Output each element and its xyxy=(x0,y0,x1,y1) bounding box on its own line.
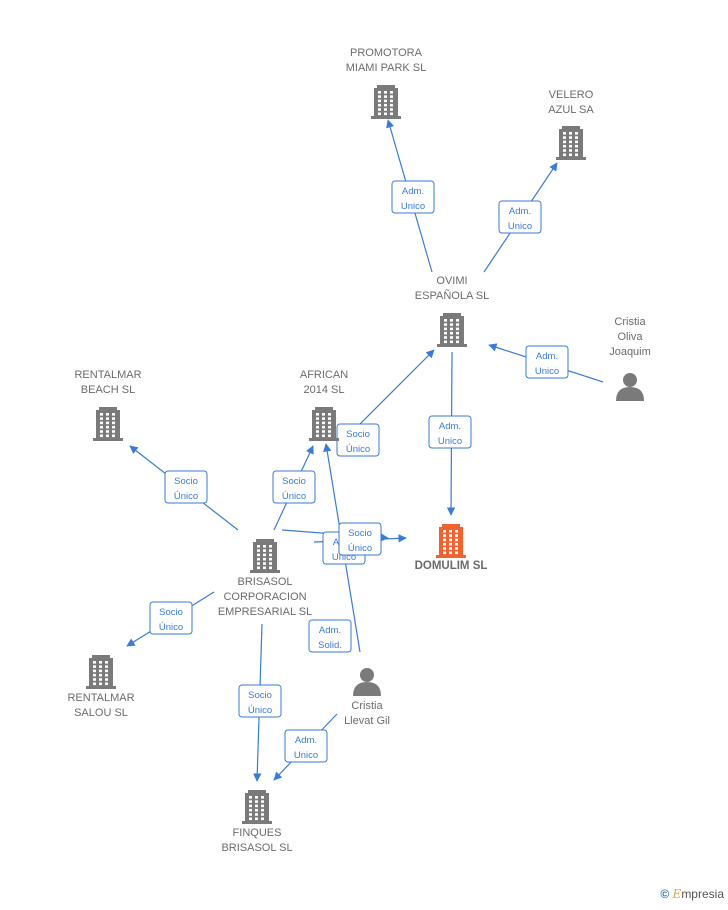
person-icon xyxy=(616,373,644,401)
node-label-line: RENTALMAR xyxy=(74,369,141,381)
company-node-rentalmar-beach[interactable]: RENTALMAR BEACH SL xyxy=(74,369,142,441)
edge-label[interactable]: Adm. Unico xyxy=(525,345,569,379)
node-label-line: Cristia xyxy=(351,700,383,712)
edge-label-text: Socio xyxy=(348,528,372,539)
node-label-line: EMPRESARIAL SL xyxy=(218,606,312,618)
edge-label-text: Adm. xyxy=(295,735,317,746)
edge-label-text: Adm. xyxy=(319,625,341,636)
company-node-velero[interactable]: VELERO AZUL SA xyxy=(548,89,594,160)
edge-label-text: Unico xyxy=(535,366,559,377)
node-label-line: SALOU SL xyxy=(74,707,128,719)
edge-label-text: Único xyxy=(248,705,272,716)
node-label-line: VELERO xyxy=(549,89,594,101)
edge-label-text: Unico xyxy=(294,750,318,761)
building-icon xyxy=(437,313,467,347)
edge-label-box xyxy=(149,601,193,635)
node-label-line: PROMOTORA xyxy=(350,47,423,59)
edge-label-box xyxy=(428,415,472,449)
company-node-rentalmar-salou[interactable]: RENTALMAR SALOU SL xyxy=(67,655,135,719)
copyright-icon: © xyxy=(660,887,670,901)
edge-label-text: Socio xyxy=(248,690,272,701)
company-node-african[interactable]: AFRICAN 2014 SL xyxy=(300,369,348,441)
edge-label-text: Unico xyxy=(332,552,356,563)
building-icon xyxy=(556,126,586,160)
node-label-line: MIAMI PARK SL xyxy=(346,62,426,74)
node-label-line: Oliva xyxy=(617,331,643,343)
edge-label-box xyxy=(498,200,542,234)
building-icon xyxy=(371,85,401,119)
node-label-line: CORPORACION xyxy=(223,591,306,603)
building-icon xyxy=(309,407,339,441)
company-node-domulim[interactable]: DOMULIM SL xyxy=(415,524,488,572)
edge-label-text: Único xyxy=(282,491,306,502)
edge-label[interactable]: Adm. Unico xyxy=(391,180,435,214)
node-label-line: BEACH SL xyxy=(81,384,135,396)
edge-label-box xyxy=(284,729,328,763)
company-node-brisasol[interactable]: BRISASOL CORPORACION EMPRESARIAL SL xyxy=(218,539,312,618)
company-node-ovimi[interactable]: OVIMI ESPAÑOLA SL xyxy=(415,275,489,347)
building-icon xyxy=(242,790,272,824)
edge-label-text: Solid. xyxy=(318,640,342,651)
building-icon xyxy=(93,407,123,441)
node-label-line: AFRICAN xyxy=(300,369,348,381)
edge-label-box xyxy=(338,522,382,556)
edge-label-text: Único xyxy=(348,543,372,554)
edge-label-text: Socio xyxy=(159,607,183,618)
edge-label[interactable]: Adm. Unico xyxy=(498,200,542,234)
node-label-line: AZUL SA xyxy=(548,104,594,116)
edge-label-text: Adm. xyxy=(439,421,461,432)
edge-label-text: Socio xyxy=(282,476,306,487)
node-label-line: OVIMI xyxy=(436,275,467,287)
edge-label-box xyxy=(391,180,435,214)
edge-label-box xyxy=(525,345,569,379)
edge-label[interactable]: Adm. Unico xyxy=(428,415,472,449)
building-icon xyxy=(436,524,466,558)
company-node-finques[interactable]: FINQUES BRISASOL SL xyxy=(221,790,293,854)
node-label-line: BRISASOL xyxy=(237,576,292,588)
node-label-line: BRISASOL SL xyxy=(221,842,292,854)
edge-label-box xyxy=(164,470,208,504)
edge-label-text: Socio xyxy=(346,429,370,440)
brand-name: mpresia xyxy=(681,887,724,901)
node-label-line: DOMULIM SL xyxy=(415,560,488,572)
edge-label-text: Único xyxy=(159,622,183,633)
edge-label-text: Unico xyxy=(438,436,462,447)
edge-label-text: Adm. xyxy=(536,351,558,362)
brand-watermark: © Empresia xyxy=(660,887,724,901)
node-label-line: Joaquim xyxy=(609,346,651,358)
node-label-line: Cristia xyxy=(614,316,646,328)
company-node-promotora[interactable]: PROMOTORA MIAMI PARK SL xyxy=(346,47,426,119)
node-label-line: FINQUES xyxy=(233,827,282,839)
node-label-line: 2014 SL xyxy=(304,384,345,396)
brand-initial: E xyxy=(672,887,682,901)
edge-label-text: Unico xyxy=(401,201,425,212)
edge-label-text: Adm. xyxy=(509,206,531,217)
node-label-line: ESPAÑOLA SL xyxy=(415,289,489,302)
edge-label-text: Socio xyxy=(174,476,198,487)
edge-label[interactable]: Adm. Solid. xyxy=(308,619,352,653)
edge-label[interactable]: Adm. Unico xyxy=(284,729,328,763)
edge-label-box xyxy=(272,470,316,504)
edge-label-text: Unico xyxy=(508,221,532,232)
building-icon xyxy=(250,539,280,573)
node-label-line: RENTALMAR xyxy=(67,692,134,704)
edge-label-box xyxy=(238,684,282,718)
edge-label-text: Único xyxy=(346,444,370,455)
edge-label-text: Único xyxy=(174,491,198,502)
person-icon xyxy=(353,668,381,696)
edge-label-text: Adm. xyxy=(402,186,424,197)
building-icon xyxy=(86,655,116,689)
edge-label-box xyxy=(308,619,352,653)
node-label-line: Llevat Gil xyxy=(344,715,390,727)
